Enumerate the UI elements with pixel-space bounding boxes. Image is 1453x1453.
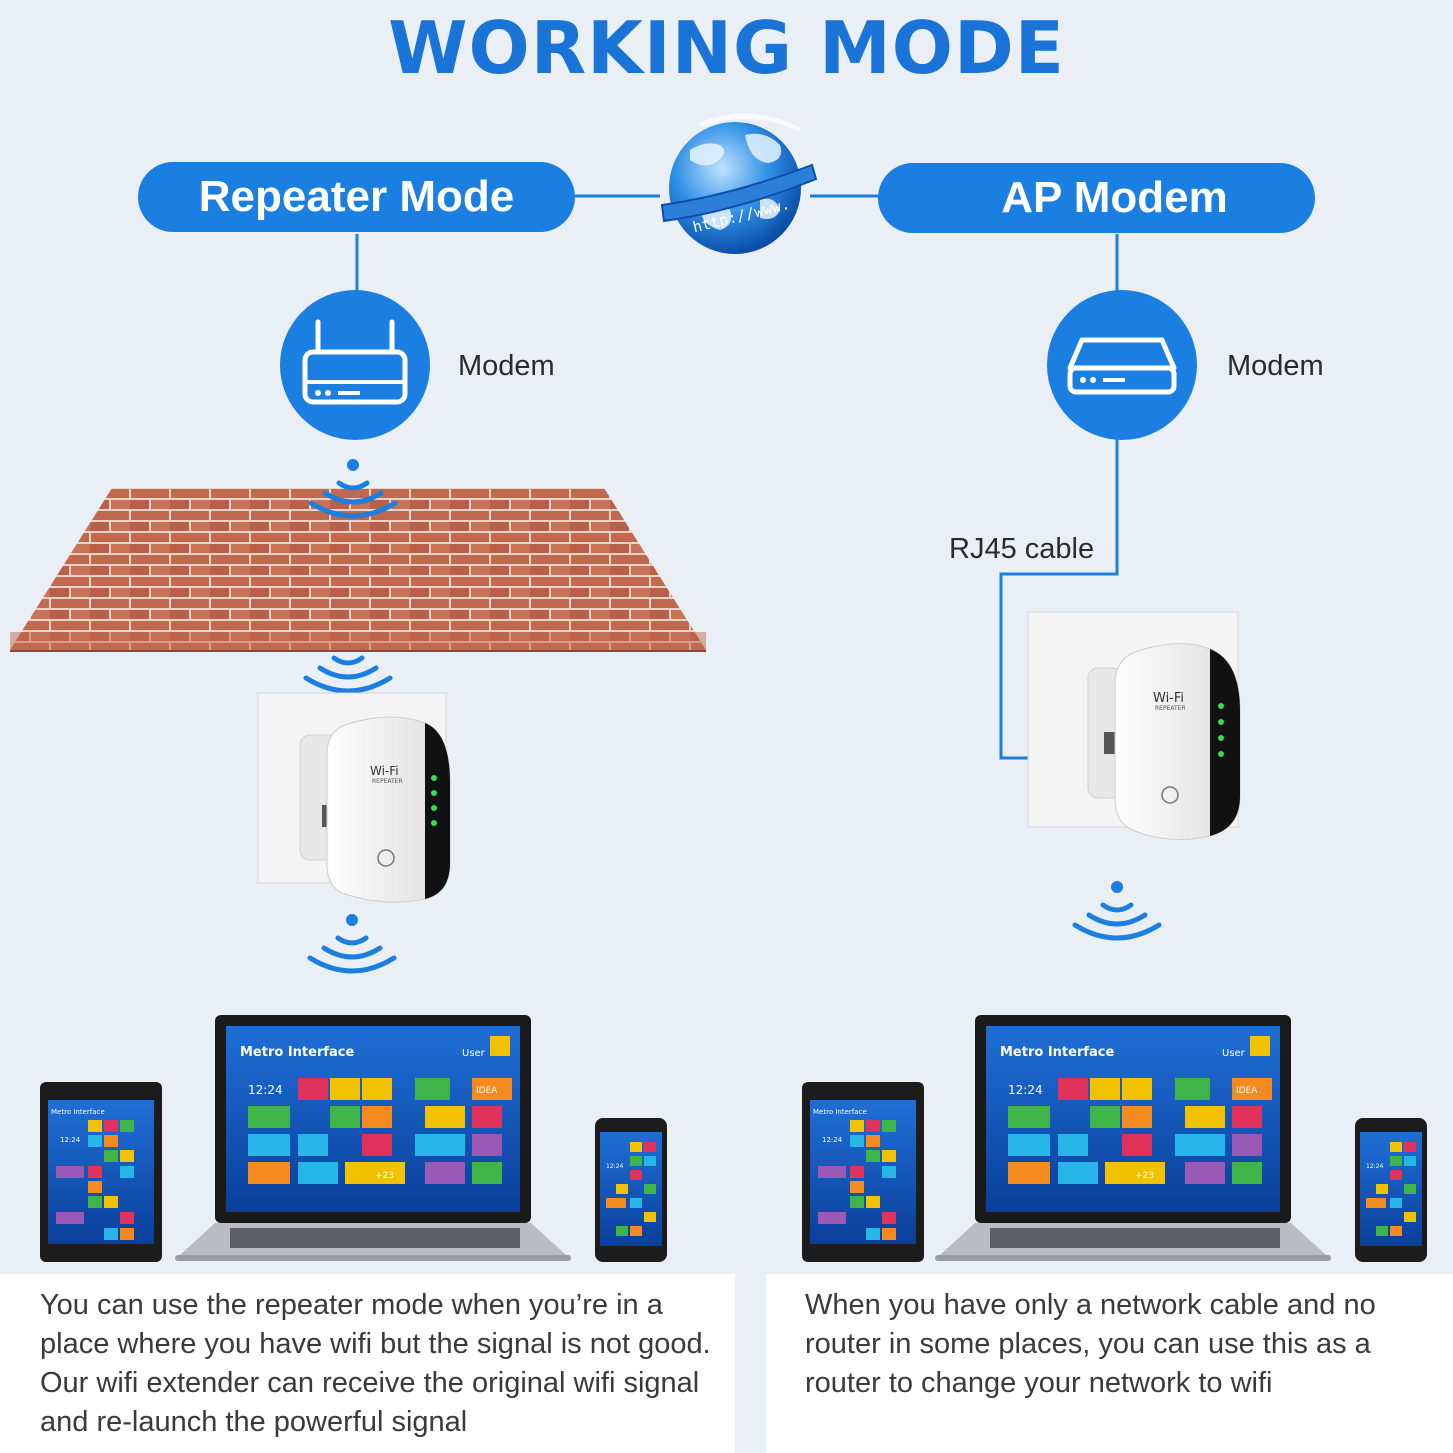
laptop-left: Metro Interface User 12:24 IDEA +23: [175, 1015, 571, 1261]
device-brand-left: Wi-Fi: [370, 764, 399, 778]
phone-left: 12:24: [595, 1118, 667, 1262]
modem-label-right: Modem: [1227, 350, 1324, 382]
ap-description: When you have only a network cable and n…: [805, 1289, 1376, 1399]
ap-modem-label: AP Modem: [1001, 173, 1228, 222]
phone-right: 12:24: [1355, 1118, 1427, 1262]
tablet-right-clock: 12:24: [822, 1136, 843, 1144]
device-brand-right: Wi-Fi: [1153, 691, 1184, 706]
laptop-left-idea: IDEA: [476, 1086, 498, 1096]
laptop-left-badge: +23: [375, 1171, 394, 1181]
wifi-repeater-device-right: Wi-Fi REPEATER: [1027, 611, 1241, 840]
rj45-cable-label: RJ45 cable: [949, 533, 1095, 565]
tablet-left-title: Metro Interface: [51, 1108, 105, 1116]
wifi-signal-bottom-left-icon: [307, 914, 397, 974]
wifi-signal-bottom-right-icon: [1072, 881, 1162, 941]
wifi-signal-middle-icon: [303, 655, 393, 694]
page-title: WORKING MODE: [388, 6, 1065, 90]
laptop-right: Metro Interface User 12:24 IDEA +23: [935, 1015, 1331, 1261]
laptop-right-user: User: [1222, 1048, 1246, 1059]
laptop-right-badge: +23: [1135, 1171, 1154, 1181]
device-model-right: REPEATER: [1155, 705, 1186, 712]
modem-label-left: Modem: [458, 350, 555, 382]
modem-icon-left: [280, 290, 430, 440]
rj45-cable-line: [999, 438, 1119, 760]
laptop-left-user: User: [462, 1048, 486, 1059]
connector-lines: [355, 194, 1119, 760]
laptop-right-idea: IDEA: [1236, 1086, 1258, 1096]
globe-icon: http://www.: [660, 113, 818, 254]
repeater-description-box: You can use the repeater mode when you’r…: [0, 1274, 735, 1453]
devices-group-left: Metro Interface 12:24 Metro Interface Us…: [40, 1015, 667, 1262]
repeater-mode-label: Repeater Mode: [198, 172, 515, 221]
laptop-left-clock: 12:24: [248, 1083, 283, 1097]
tablet-left-clock: 12:24: [60, 1136, 81, 1144]
brick-wall: [10, 488, 706, 652]
laptop-right-clock: 12:24: [1008, 1083, 1043, 1097]
repeater-description: You can use the repeater mode when you’r…: [40, 1289, 711, 1438]
device-model-left: REPEATER: [372, 778, 403, 785]
wifi-signal-top-icon: [308, 459, 398, 519]
tablet-right: Metro Interface 12:24: [802, 1082, 924, 1262]
modem-icon-right: [1047, 290, 1197, 440]
devices-group-right: Metro Interface 12:24 Metro Interface Us…: [802, 1015, 1427, 1262]
phone-left-clock: 12:24: [606, 1163, 623, 1170]
wifi-repeater-device-left: Wi-Fi REPEATER: [257, 692, 451, 903]
repeater-mode-pill: Repeater Mode: [138, 162, 575, 232]
ap-modem-pill: AP Modem: [878, 163, 1315, 233]
laptop-right-title: Metro Interface: [1000, 1045, 1115, 1060]
laptop-left-title: Metro Interface: [240, 1045, 355, 1060]
phone-right-clock: 12:24: [1366, 1163, 1383, 1170]
tablet-right-title: Metro Interface: [813, 1108, 867, 1116]
ap-description-box: When you have only a network cable and n…: [766, 1274, 1453, 1453]
tablet-left: Metro Interface 12:24: [40, 1082, 162, 1262]
